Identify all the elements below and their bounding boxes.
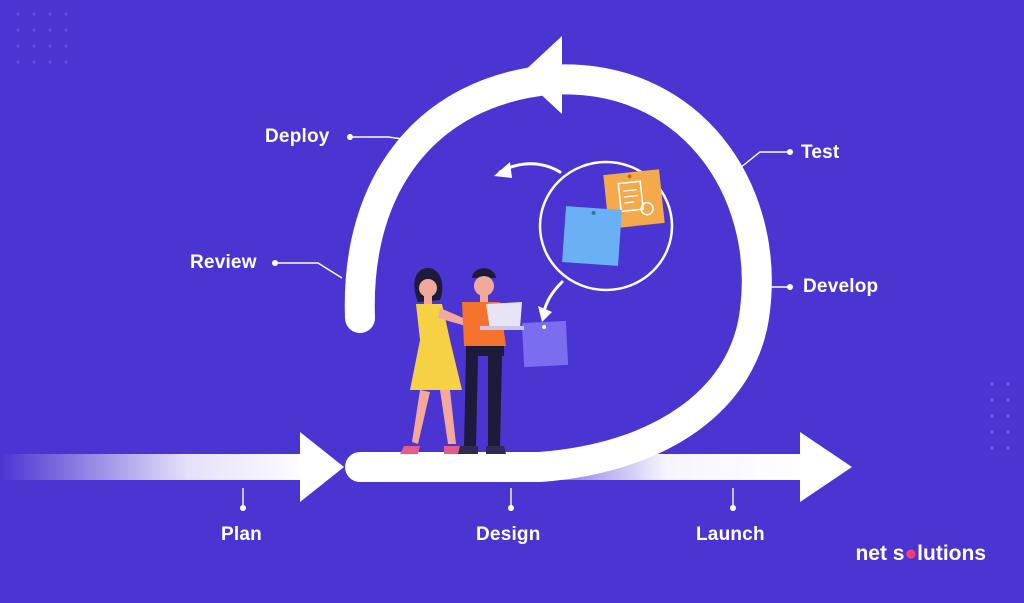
- iteration-loop: [344, 64, 772, 482]
- sprint-circle: [538, 160, 674, 292]
- man-illustration: [458, 268, 524, 454]
- connector-dots: [240, 134, 793, 511]
- loop-arrowhead: [520, 36, 562, 114]
- dot-pattern-right: [990, 382, 1010, 450]
- stage-label-test: Test: [801, 142, 840, 163]
- plan-arrowhead: [300, 432, 344, 502]
- plan-arrow-shaft: [0, 454, 312, 480]
- stage-label-deploy: Deploy: [265, 126, 330, 147]
- stage-label-launch: Launch: [696, 524, 765, 545]
- brand-name-part2: lutions: [917, 542, 986, 565]
- stage-label-develop: Develop: [803, 276, 879, 297]
- sprint-arrow-down: [542, 280, 564, 314]
- sticky-note-blue: [562, 206, 622, 266]
- sticky-note-purple: [521, 320, 569, 368]
- woman-illustration: [400, 268, 468, 454]
- sprint-arrow-down-head: [538, 306, 552, 322]
- launch-arrowhead: [800, 432, 852, 502]
- net-solutions-logo: net s●lutions: [855, 542, 986, 566]
- stage-label-review: Review: [190, 252, 257, 273]
- label-connectors: [242, 136, 790, 508]
- stage-label-design: Design: [476, 524, 541, 545]
- stage-label-plan: Plan: [221, 524, 262, 545]
- sprint-arrow-left-head: [494, 162, 512, 178]
- dot-pattern-top-left: [16, 12, 68, 64]
- brand-name-part1: net s: [855, 542, 905, 565]
- brand-logo-dot-icon: ●: [904, 542, 918, 565]
